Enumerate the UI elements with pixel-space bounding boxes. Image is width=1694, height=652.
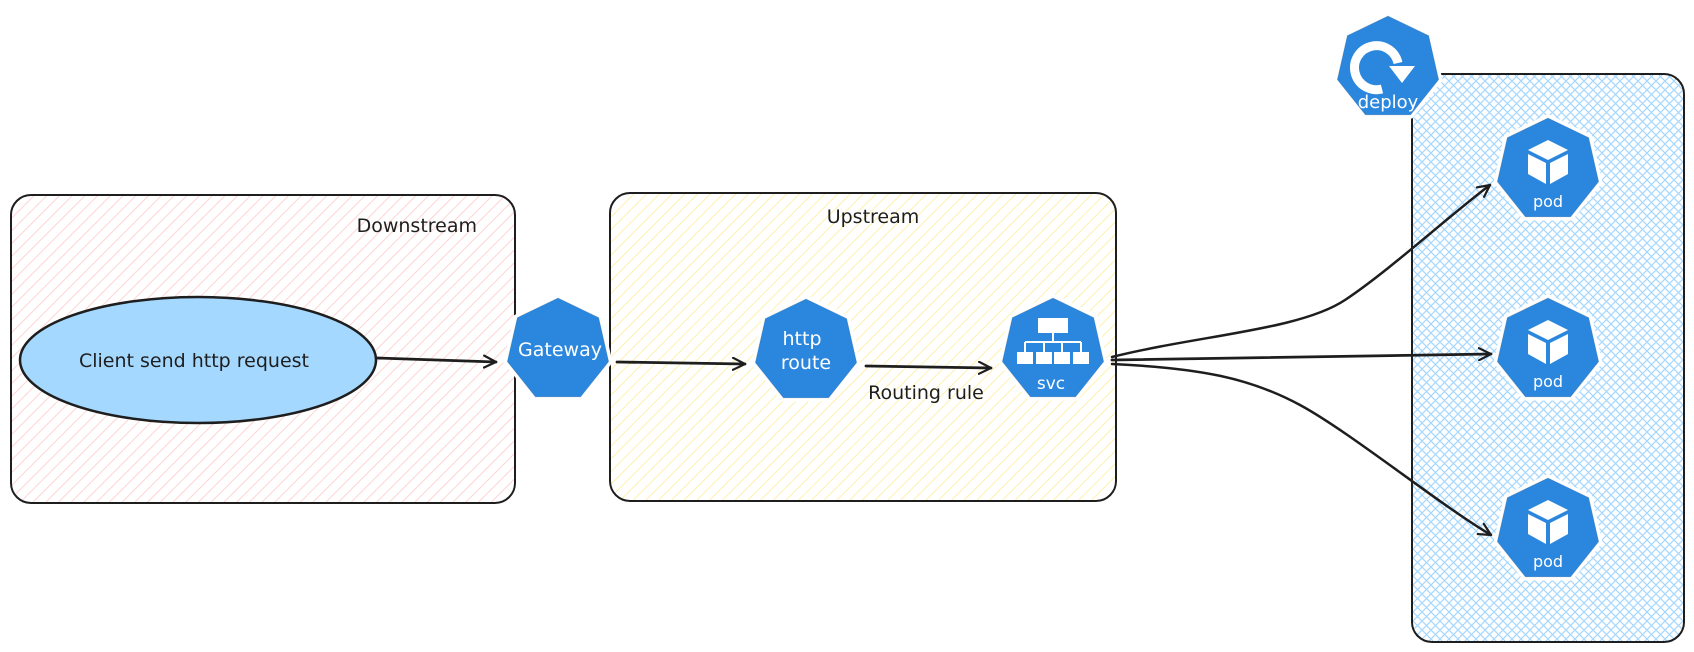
- edges: Routing rule: [375, 183, 1493, 537]
- edge-label-routing-rule: Routing rule: [868, 382, 984, 404]
- edge-svc-to-pod-2: [1110, 354, 1493, 362]
- client-node[interactable]: Client send http request: [18, 295, 378, 425]
- deployment-label: deploy: [1358, 92, 1419, 113]
- rotate-icon: [1350, 41, 1415, 95]
- pod-label-3: pod: [1533, 552, 1563, 571]
- edge-gateway-to-httproute: [615, 362, 747, 364]
- upstream-zone: Upstream: [609, 192, 1117, 502]
- upstream-zone-label: Upstream: [827, 206, 920, 228]
- service-node[interactable]: svc: [997, 293, 1109, 401]
- pod-label-2: pod: [1533, 372, 1563, 391]
- httproute-node[interactable]: http route: [750, 294, 862, 402]
- network-tree-icon: [1017, 318, 1089, 364]
- service-label: svc: [1037, 374, 1065, 394]
- downstream-zone-label: Downstream: [357, 215, 477, 237]
- gateway-label: Gateway: [518, 339, 602, 361]
- client-label: Client send http request: [79, 350, 309, 372]
- pod-label-1: pod: [1533, 192, 1563, 211]
- httproute-label-line1: http: [782, 328, 821, 350]
- pod-node-2[interactable]: pod: [1492, 293, 1604, 401]
- edge-client-to-gateway: [375, 358, 498, 362]
- pod-node-3[interactable]: pod: [1492, 473, 1604, 581]
- edge-svc-to-pod-1: [1110, 183, 1492, 359]
- pod-node-1[interactable]: pod: [1492, 113, 1604, 221]
- gateway-node[interactable]: Gateway: [502, 293, 614, 401]
- deployment-node[interactable]: deploy: [1332, 11, 1444, 119]
- httproute-label-line2: route: [781, 352, 831, 374]
- edge-httproute-to-svc: [864, 366, 993, 368]
- edge-svc-to-pod-3: [1110, 362, 1493, 537]
